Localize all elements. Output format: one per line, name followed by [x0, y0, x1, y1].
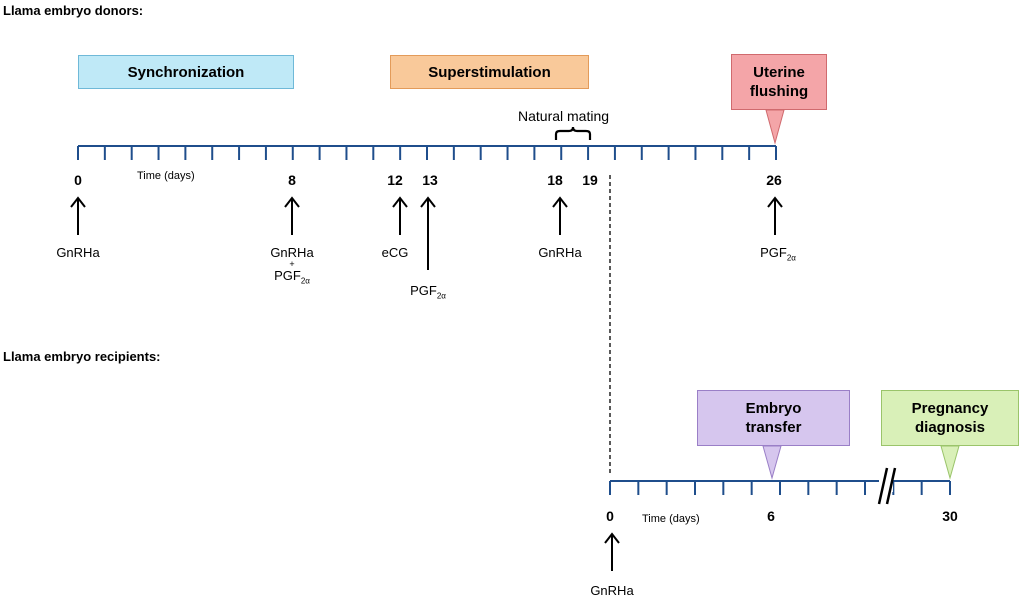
pregnancy-diagnosis-box: Pregnancy diagnosis — [881, 390, 1019, 446]
donor-day-12: 12 — [387, 172, 403, 188]
event-day8-gnrha: GnRHa — [270, 245, 314, 260]
event-day8-plus: + — [289, 259, 295, 269]
embryo-transfer-line1: Embryo — [745, 400, 802, 417]
recipient-timeline — [609, 480, 951, 495]
uterine-flushing-line2: flushing — [749, 83, 809, 100]
donor-day-19: 19 — [582, 172, 598, 188]
arrowhead-day8 — [284, 196, 300, 208]
recipients-title: Llama embryo recipients: — [3, 349, 161, 364]
event-pgf-day26: PGF2α — [760, 245, 796, 266]
event-pgf-day13: PGF2α — [410, 283, 446, 304]
arrowhead-day13 — [420, 196, 436, 208]
event-day13-pgf: PGF — [410, 283, 437, 298]
synchronization-label: Synchronization — [127, 63, 245, 81]
event-day8-pgf-sub: 2α — [300, 276, 310, 286]
arrowhead-day12 — [392, 196, 408, 208]
event-day26-pgf-sub: 2α — [786, 253, 796, 263]
recipient-time-axis-label: Time (days) — [642, 513, 700, 525]
donor-day-13: 13 — [422, 172, 438, 188]
pregnancy-diagnosis-pointer — [940, 445, 960, 480]
donor-day-0: 0 — [74, 172, 82, 188]
event-recipient-gnrha: GnRHa — [590, 583, 634, 598]
superstimulation-box: Superstimulation — [390, 55, 589, 89]
donor-timeline — [77, 145, 777, 160]
recipient-timeline-ticks — [609, 481, 951, 495]
arrowhead-day26 — [767, 196, 783, 208]
event-day8-pgf: PGF — [274, 268, 301, 283]
event-ecg-day12: eCG — [381, 245, 409, 260]
recipient-day-6: 6 — [767, 508, 775, 524]
uterine-flushing-box: Uterine flushing — [731, 54, 827, 110]
donor-event-arrows — [70, 196, 783, 270]
pregnancy-diagnosis-line2: diagnosis — [914, 419, 985, 436]
uterine-flushing-line1: Uterine — [753, 64, 805, 81]
event-day26-pgf: PGF — [760, 245, 787, 260]
pregnancy-diagnosis-line1: Pregnancy — [911, 400, 989, 417]
donor-day-18: 18 — [547, 172, 563, 188]
event-gnrha-day18: GnRHa — [538, 245, 582, 260]
donor-timeline-ticks — [77, 146, 777, 160]
recipient-day-30: 30 — [942, 508, 958, 524]
event-day13-pgf-sub: 2α — [436, 291, 446, 301]
axis-break — [877, 467, 897, 505]
recipient-day-0: 0 — [606, 508, 614, 524]
arrowhead-day0 — [70, 196, 86, 208]
donor-day-26: 26 — [766, 172, 782, 188]
recipient-event-arrow — [604, 532, 620, 571]
donors-title: Llama embryo donors: — [3, 3, 144, 18]
arrowhead-day18 — [552, 196, 568, 208]
synchronization-box: Synchronization — [78, 55, 294, 89]
embryo-transfer-line2: transfer — [745, 419, 802, 436]
embryo-transfer-pointer — [762, 445, 782, 480]
natural-mating-label: Natural mating — [518, 108, 610, 124]
donor-day-8: 8 — [288, 172, 296, 188]
uterine-flushing-pointer — [765, 109, 785, 145]
superstimulation-label: Superstimulation — [428, 63, 551, 81]
donor-time-axis-label: Time (days) — [137, 170, 195, 182]
event-gnrha-pgf-day8: GnRHa + PGF2α — [270, 245, 313, 289]
event-gnrha-day0: GnRHa — [56, 245, 100, 260]
natural-mating-brace — [554, 126, 592, 140]
